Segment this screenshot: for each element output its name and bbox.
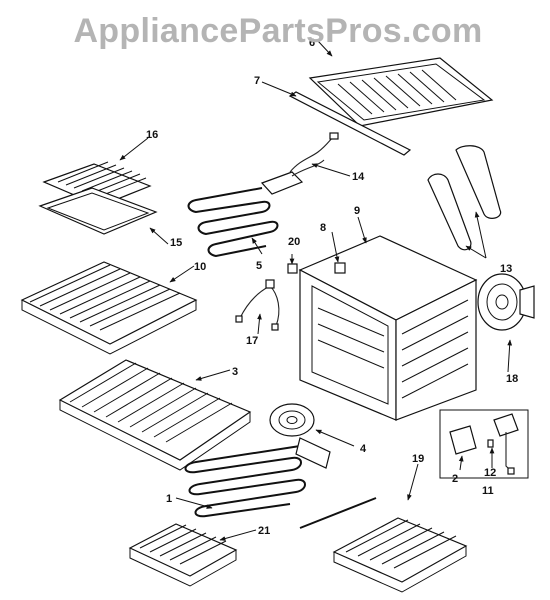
leader-lines (119, 40, 513, 541)
part-10-oven-rack (20, 261, 198, 355)
part-19-bottom-rack (299, 497, 468, 593)
part-12-switch (493, 413, 519, 437)
callout-2: 2 (452, 473, 458, 485)
part-9-oven-cavity (298, 235, 478, 421)
part-8-bracket (334, 262, 346, 274)
callout-1: 1 (166, 493, 172, 505)
part-4-fan-blade (269, 403, 315, 437)
part-11-box-assembly (439, 409, 529, 479)
part-15-broiler-pan (38, 187, 158, 235)
part-5-heating-element (187, 187, 279, 258)
callout-19: 19 (412, 453, 424, 465)
callout-3: 3 (232, 366, 238, 378)
callout-21: 21 (258, 525, 270, 537)
callout-9: 9 (354, 205, 360, 217)
callout-4: 4 (360, 443, 367, 455)
part-14-terminal-block (260, 132, 339, 195)
callout-12: 12 (484, 467, 496, 479)
part-16-broiler-grid (42, 161, 152, 207)
part-21-pan-insert (128, 523, 238, 587)
callout-15: 15 (170, 237, 182, 249)
part-20-clip (287, 263, 298, 274)
callout-13: 13 (500, 263, 512, 275)
callout-8: 8 (320, 222, 326, 234)
part-1-bake-element (184, 437, 331, 518)
callout-14: 14 (352, 171, 365, 183)
callout-16: 16 (146, 129, 158, 141)
watermark-logo: AppliancePartsPros.com (73, 12, 483, 50)
callout-20: 20 (288, 236, 300, 248)
callout-6: 6 (309, 37, 315, 49)
callout-18: 18 (506, 373, 518, 385)
callout-11: 11 (482, 485, 494, 497)
callout-labels: 6 7 16 14 9 8 15 20 5 10 13 17 3 18 4 19… (146, 37, 518, 537)
part-17-temperature-sensor (235, 279, 280, 331)
part-6-top-panel (308, 57, 494, 127)
part-13-lens-assembly (427, 145, 502, 251)
callout-17: 17 (246, 335, 258, 347)
part-2-control (449, 425, 477, 455)
part-3-lower-rack (58, 359, 252, 471)
callout-10: 10 (194, 261, 206, 273)
callout-7: 7 (254, 75, 260, 87)
part-18-convection-fan (477, 273, 535, 331)
callout-5: 5 (256, 260, 262, 272)
